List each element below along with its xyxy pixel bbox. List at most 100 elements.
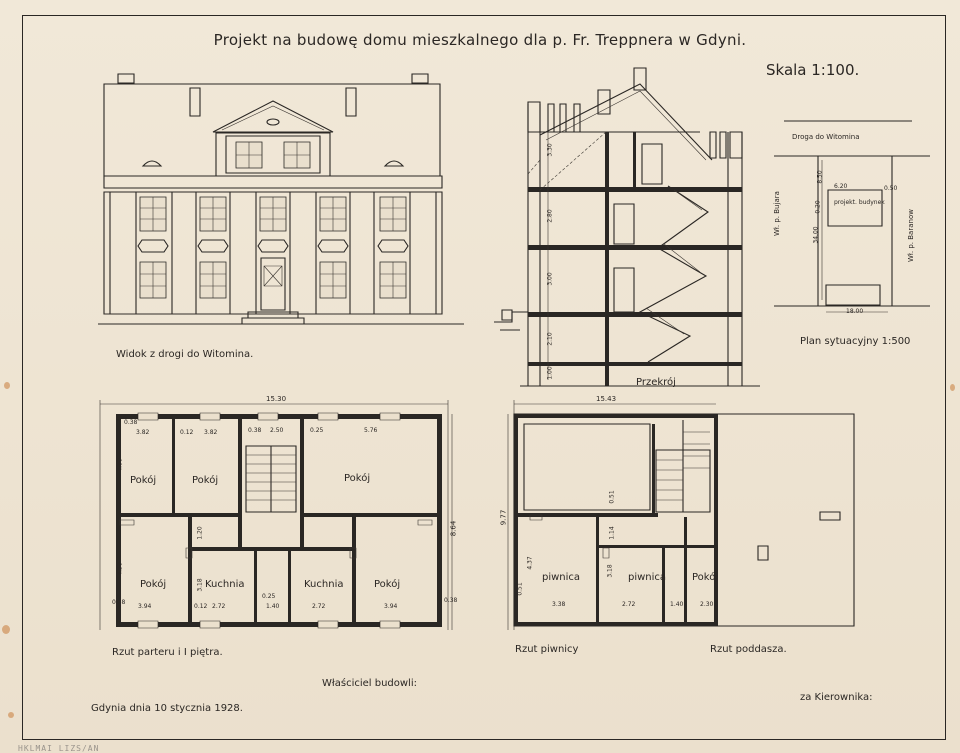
dimension: 2.30 <box>700 601 714 608</box>
dimension: 3.82 <box>204 429 218 436</box>
room-label: Pokój <box>130 475 157 486</box>
dimension: 0.12 <box>180 429 194 436</box>
dimension: 3.00 <box>546 272 554 286</box>
dimension: 2.80 <box>546 209 554 223</box>
neighbour-label: Wł. p. Baranow <box>907 209 915 262</box>
room-label: Pokój <box>692 572 719 583</box>
dimension: 0.50 <box>884 185 898 192</box>
sheet-border <box>22 15 946 740</box>
road-label: Droga do Witomina <box>792 133 860 141</box>
neighbour-label: Wł. p. Bujara <box>773 191 781 236</box>
room-label: Pokój <box>140 579 167 590</box>
cornice <box>104 176 442 188</box>
decorative-panels <box>138 240 408 252</box>
roof-vent <box>143 161 161 166</box>
dimension: 3.94 <box>138 603 152 610</box>
dimension: 0.51 <box>608 490 616 504</box>
roof-vent <box>385 161 403 166</box>
dimension: 3.30 <box>546 143 554 157</box>
floor-slab <box>528 362 742 366</box>
dimension: 15.30 <box>266 395 287 403</box>
sheet-title: Projekt na budowę domu mieszkalnego dla … <box>213 31 747 49</box>
dimension: 6.20 <box>834 183 848 190</box>
dimension: 2.72 <box>622 601 636 608</box>
room-label: piwnica <box>542 572 581 583</box>
dimension: 1.40 <box>670 601 684 608</box>
lower-windows <box>140 262 406 298</box>
paper-stain <box>4 382 10 389</box>
front-elevation <box>98 74 464 324</box>
staircase <box>656 420 710 512</box>
chimney <box>118 74 134 83</box>
section-roof <box>540 84 712 160</box>
paper-stain <box>2 625 10 634</box>
dimension: 1.00 <box>546 366 554 380</box>
dimension: 1.20 <box>196 526 204 540</box>
chimney <box>346 88 356 116</box>
dimension: 3.94 <box>384 603 398 610</box>
cellar-entrance <box>494 312 528 330</box>
dimension: 2.50 <box>270 427 284 434</box>
dimension: 0.38 <box>444 597 458 604</box>
dimension: 5.76 <box>364 427 378 434</box>
chimney <box>190 88 200 116</box>
room-label: Kuchnia <box>205 579 245 590</box>
dimension: 4.50 <box>116 562 124 576</box>
date-line: Gdynia dnia 10 stycznia 1928. <box>91 703 243 714</box>
plot-boundary <box>818 156 892 306</box>
storage-room <box>524 424 650 510</box>
dimension: 3.18 <box>196 578 204 592</box>
dimension: 0.25 <box>310 427 324 434</box>
pediment <box>213 101 333 132</box>
dimension: 3.38 <box>552 601 566 608</box>
scale-label: Skala 1:100. <box>766 61 860 79</box>
dimension: 0.38 <box>248 427 262 434</box>
dimension: 2.10 <box>546 332 554 346</box>
dimension: 4.00 <box>116 458 124 472</box>
floor-slab <box>528 312 742 317</box>
front-door <box>261 258 285 310</box>
floor-slab <box>528 187 742 192</box>
chimney <box>412 74 428 83</box>
room-label: Pokój <box>374 579 401 590</box>
section-caption: Przekrój <box>636 377 676 388</box>
room-label: Kuchnia <box>304 579 344 590</box>
room-label: piwnica <box>628 572 667 583</box>
dimension: 9.77 <box>499 509 508 526</box>
oculus-window <box>267 119 279 125</box>
dimension: 2.72 <box>312 603 326 610</box>
dimension: 8.64 <box>449 520 458 537</box>
upper-windows <box>140 197 406 231</box>
dimension: 0.38 <box>112 599 126 606</box>
dimension: 0.25 <box>262 593 276 600</box>
elevation-caption: Widok z drogi do Witomina. <box>116 349 254 360</box>
dimension: 3.82 <box>136 429 150 436</box>
dimension: 0.12 <box>194 603 208 610</box>
paper-stain <box>950 384 955 391</box>
dimension: 2.72 <box>212 603 226 610</box>
owner-label: Właściciel budowli: <box>322 678 417 689</box>
dimension: 0.20 <box>814 200 822 214</box>
dimension: 8.50 <box>816 170 824 184</box>
floor-slab <box>528 245 742 250</box>
dimension: 34.00 <box>812 226 820 244</box>
plot-label: projekt. budynek <box>834 199 885 206</box>
site-plan-caption: Plan sytuacyjny 1:500 <box>800 336 911 347</box>
dimension: 1.40 <box>266 603 280 610</box>
dimension: 1.14 <box>608 526 616 540</box>
paper-stain <box>8 712 14 718</box>
staircase <box>246 446 296 512</box>
dimension: 15.43 <box>596 395 617 403</box>
cross-section <box>494 68 760 386</box>
ground-floor-plan <box>100 400 452 630</box>
signature-label: za Kierownika: <box>800 692 873 703</box>
attic-plan-caption: Rzut poddasza. <box>710 644 787 655</box>
site-plan <box>774 121 930 312</box>
dimension: 0.38 <box>124 419 138 426</box>
room-label: Pokój <box>344 473 371 484</box>
ground-plan-caption: Rzut parteru i I piętra. <box>112 647 223 658</box>
staircase <box>640 186 708 362</box>
chimney <box>598 90 610 114</box>
